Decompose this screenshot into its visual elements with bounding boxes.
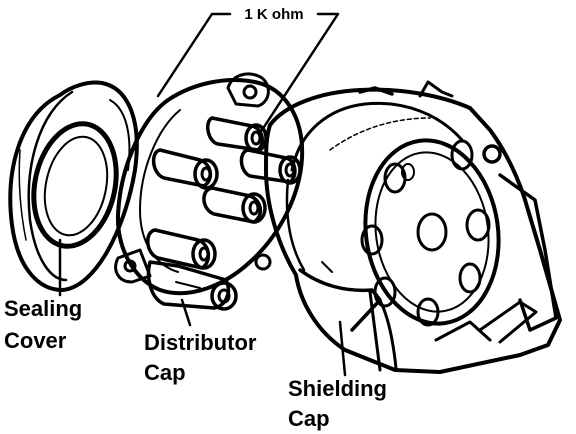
tower-lower-left [146,228,217,270]
label-sealing-cover-line1: Sealing [4,296,82,321]
label-distributor-cap-line1: Distributor [144,330,257,355]
tower-center [202,186,267,224]
label-shielding-cap-line2: Cap [288,406,330,431]
label-shielding-cap-line1: Shielding [288,376,387,401]
label-sealing-cover-line2: Cover [4,328,67,353]
leader-lines [58,12,347,377]
label-resistance: 1 K ohm [244,6,303,23]
leader-shielding-cap [338,320,347,377]
leader-resistance-right [260,12,340,132]
leader-distributor-cap [180,298,192,327]
tower-upper-right [239,148,302,185]
tower-left [151,148,219,190]
leader-resistance-left [156,12,232,98]
tower-top [206,116,268,153]
shielding-cap [264,80,562,374]
tower-bottom [146,260,238,311]
distributor-cap [114,72,305,311]
labels: 1 K ohm Sealing Cover Distributor Cap Sh… [4,6,387,431]
label-distributor-cap-line2: Cap [144,360,186,385]
